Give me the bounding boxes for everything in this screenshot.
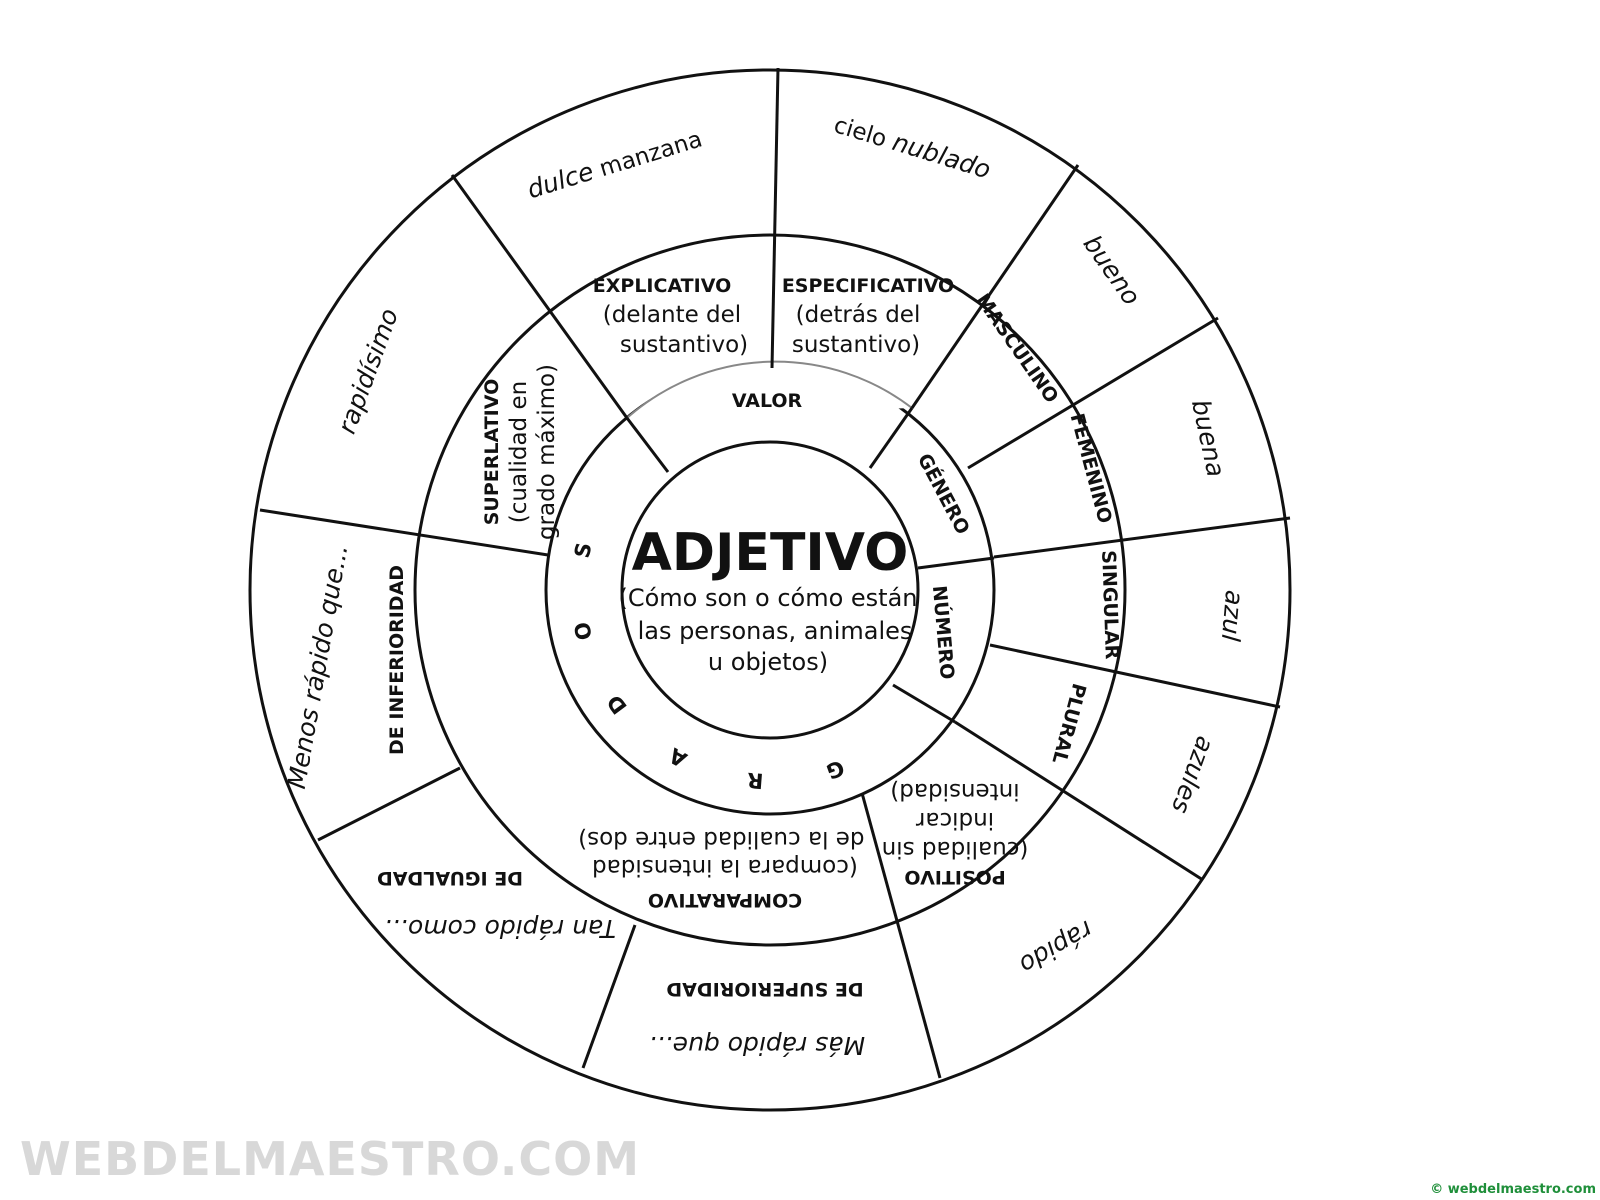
center-title: ADJETIVO [632, 523, 909, 583]
positivo-block: POSITIVO (cualidad sin indicar intensida… [882, 778, 1029, 888]
center-line-2: las personas, animales [638, 617, 913, 645]
example-cielo: cielo [831, 112, 897, 155]
comparativo-block: COMPARATIVO (compara la intensidad de la… [578, 826, 872, 911]
explicativo-title: EXPLICATIVO [593, 275, 731, 297]
grados-letter: G [823, 755, 847, 783]
especificativo-line-1: (detrás del [796, 302, 921, 328]
superlativo-block: SUPERLATIVO (cualidad en grado máximo) [481, 364, 560, 540]
valor-arc [626, 360, 913, 419]
grados-letter: S [570, 540, 597, 560]
superlativo-line-2: grado máximo) [534, 364, 560, 540]
positivo-title: POSITIVO [904, 866, 1005, 888]
explicativo-line-2: sustantivo) [620, 332, 748, 358]
grados-letter: D [602, 690, 632, 718]
example-nublado: nublado [889, 127, 994, 184]
superlativo-line-1: (cualidad en [506, 381, 532, 523]
example-menos-rapido: Menos rápido que... [282, 542, 354, 791]
grados-letter: A [664, 743, 690, 772]
example-bueno: bueno [1078, 230, 1147, 311]
grados-letter: O [570, 620, 597, 643]
especificativo-line-2: sustantivo) [792, 332, 920, 358]
label-masculino: MASCULINO [971, 290, 1062, 407]
example-dulce: dulce [524, 157, 597, 205]
center-circle [620, 440, 920, 740]
example-azules: azules [1166, 733, 1220, 818]
center-line-3: u objetos) [708, 648, 828, 676]
dividers [259, 67, 1291, 1079]
label-numero: NÚMERO [928, 585, 960, 681]
example-cielo-nublado: cielo nublado [831, 109, 994, 184]
copyright: © webdelmaestro.com [1430, 1182, 1596, 1197]
label-superioridad: DE SUPERIORIDAD [666, 978, 863, 1000]
label-valor: VALOR [732, 390, 803, 412]
center-line-1: (Cómo son o cómo están [618, 584, 917, 612]
positivo-line-3: intensidad) [890, 778, 1019, 804]
example-dulce-manzana: dulce manzana [524, 124, 706, 205]
comparativo-desc-line: de la cualidad entre dos) [578, 826, 872, 852]
comparativo-title: COMPARATIVO [648, 889, 802, 911]
example-manzana: manzana [589, 126, 705, 184]
watermark: WEBDELMAESTRO.COM [20, 1132, 640, 1186]
comparativo-desc-line: (compara la intensidad [592, 854, 858, 880]
explicativo-line-1: (delante del [603, 302, 741, 328]
example-rapidisimo: rapidísimo [332, 305, 404, 438]
example-tan-rapido: Tan rápido como... [384, 914, 616, 943]
grados-letter: R [746, 768, 764, 793]
comparativo-desc: (compara la intensidad de la cualidad en… [578, 826, 872, 880]
example-rapido: rápido [1015, 915, 1098, 980]
label-inferioridad: DE INFERIORIDAD [386, 565, 408, 755]
label-igualdad: DE IGUALDAD [377, 867, 523, 889]
label-genero: GÉNERO [913, 450, 975, 539]
middle-ring [413, 233, 1127, 947]
positivo-line-1: (cualidad sin [882, 836, 1029, 862]
label-singular: SINGULAR [1097, 550, 1123, 660]
outer-ring [248, 68, 1292, 1112]
example-mas-rapido: Más rápido que... [649, 1031, 865, 1060]
example-azul: azul [1216, 589, 1249, 643]
especificativo-title: ESPECIFICATIVO [782, 275, 954, 297]
example-buena: buena [1186, 397, 1231, 480]
superlativo-title: SUPERLATIVO [481, 379, 503, 526]
label-femenino: FEMENINO [1066, 411, 1116, 526]
positivo-line-2: indicar [915, 807, 994, 833]
